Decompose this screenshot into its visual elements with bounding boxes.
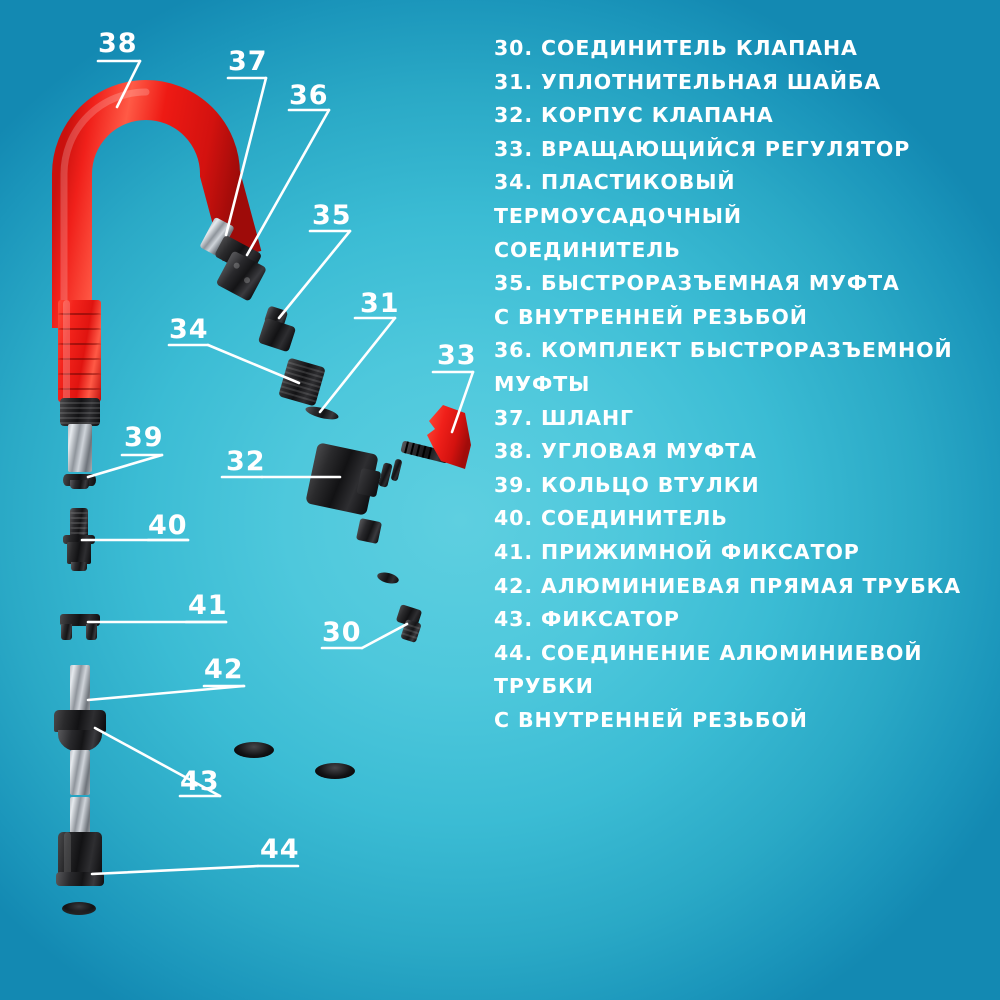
parts-list-line: 31. УПЛОТНИТЕЛЬНАЯ ШАЙБА (494, 69, 882, 94)
callout-38: 38 (98, 28, 138, 59)
parts-list-line: 38. УГЛОВАЯ МУФТА (494, 439, 757, 464)
parts-list-line: 33. ВРАЩАЮЩИЙСЯ РЕГУЛЯТОР (494, 136, 911, 161)
callout-34: 34 (169, 314, 209, 345)
callout-31: 31 (360, 288, 400, 319)
loose-washer-right (315, 763, 355, 779)
o-ring-bottom (62, 902, 96, 915)
part-31-sealing-washer (304, 404, 340, 422)
parts-list-line: 32. КОРПУС КЛАПАНА (494, 103, 774, 128)
valve-stem-disc-2 (390, 458, 403, 482)
part-42-aluminium-tube-upper (70, 665, 90, 720)
part-35-coupler-body (257, 317, 297, 353)
callout-35: 35 (312, 200, 352, 231)
part-33-rotating-regulator (425, 403, 480, 473)
parts-list-line: 40. СОЕДИНИТЕЛЬ (494, 506, 728, 531)
parts-list-line: 35. БЫСТРОРАЗЪЕМНАЯ МУФТА (494, 271, 900, 296)
parts-legend-list: 30. СОЕДИНИТЕЛЬ КЛАПАНА 31. УПЛОТНИТЕЛЬНА… (494, 32, 964, 737)
part-40-connector-flange (63, 535, 95, 544)
part-32-valve-body (305, 442, 382, 516)
parts-list-line: 30. СОЕДИНИТЕЛЬ КЛАПАНА (494, 36, 858, 60)
valve-small-washer (376, 570, 400, 586)
metal-tube-upper (68, 424, 92, 472)
parts-list-line: 44. СОЕДИНЕНИЕ АЛЮМИНИЕВОЙ ТРУБКИ (494, 640, 931, 699)
black-threaded-collar (60, 398, 100, 426)
callout-42: 42 (204, 654, 244, 685)
parts-list-line: МУФТЫ (494, 371, 591, 396)
part-39-bushing-ring-stem (70, 480, 89, 489)
parts-list-line: 37. ШЛАНГ (494, 405, 634, 430)
part-40-connector-barb (70, 508, 88, 538)
parts-list-line: 39. КОЛЬЦО ВТУЛКИ (494, 472, 760, 497)
parts-list-line: С ВНУТРЕННЕЙ РЕЗЬБОЙ (494, 304, 808, 329)
part-41-clamp-leg-left (61, 624, 72, 640)
part-34-heatshrink-connector (278, 357, 326, 407)
part-41-clamp-leg-right (86, 624, 97, 640)
callout-40: 40 (148, 510, 188, 541)
callout-36: 36 (289, 80, 329, 111)
callout-30: 30 (322, 617, 362, 648)
valve-spacer-block (355, 517, 383, 545)
part-40-connector-tip (71, 562, 87, 571)
parts-list-line: 43. ФИКСАТОР (494, 607, 680, 632)
part-43-fixator (54, 710, 106, 732)
parts-list-line: 42. АЛЮМИНИЕВАЯ ПРЯМАЯ ТРУБКА (494, 573, 962, 598)
callout-44: 44 (260, 834, 300, 865)
callout-33: 33 (437, 340, 477, 371)
parts-list-line: С ВНУТРЕННЕЙ РЕЗЬБОЙ (494, 707, 808, 732)
callout-43: 43 (180, 766, 220, 797)
red-hose-lower-body (58, 300, 101, 402)
loose-washer-left (234, 742, 274, 758)
parts-list-line: 34. ПЛАСТИКОВЫЙ ТЕРМОУСАДОЧНЫЙ (494, 170, 744, 228)
callout-32: 32 (226, 446, 266, 477)
callout-41: 41 (188, 590, 228, 621)
parts-list-line: 36. КОМПЛЕКТ БЫСТРОРАЗЪЕМНОЙ (494, 338, 953, 363)
parts-list-line: СОЕДИНИТЕЛЬ (494, 237, 681, 262)
part-44-nut-base-ring (56, 872, 104, 886)
part-40-connector-body (67, 542, 91, 564)
part-43-fixator-cone (58, 730, 102, 752)
parts-list-line: 41. ПРИЖИМНОЙ ФИКСАТОР (494, 539, 860, 564)
callout-37: 37 (228, 46, 268, 77)
callout-39: 39 (124, 422, 164, 453)
part-42-aluminium-tube-middle (70, 750, 90, 795)
